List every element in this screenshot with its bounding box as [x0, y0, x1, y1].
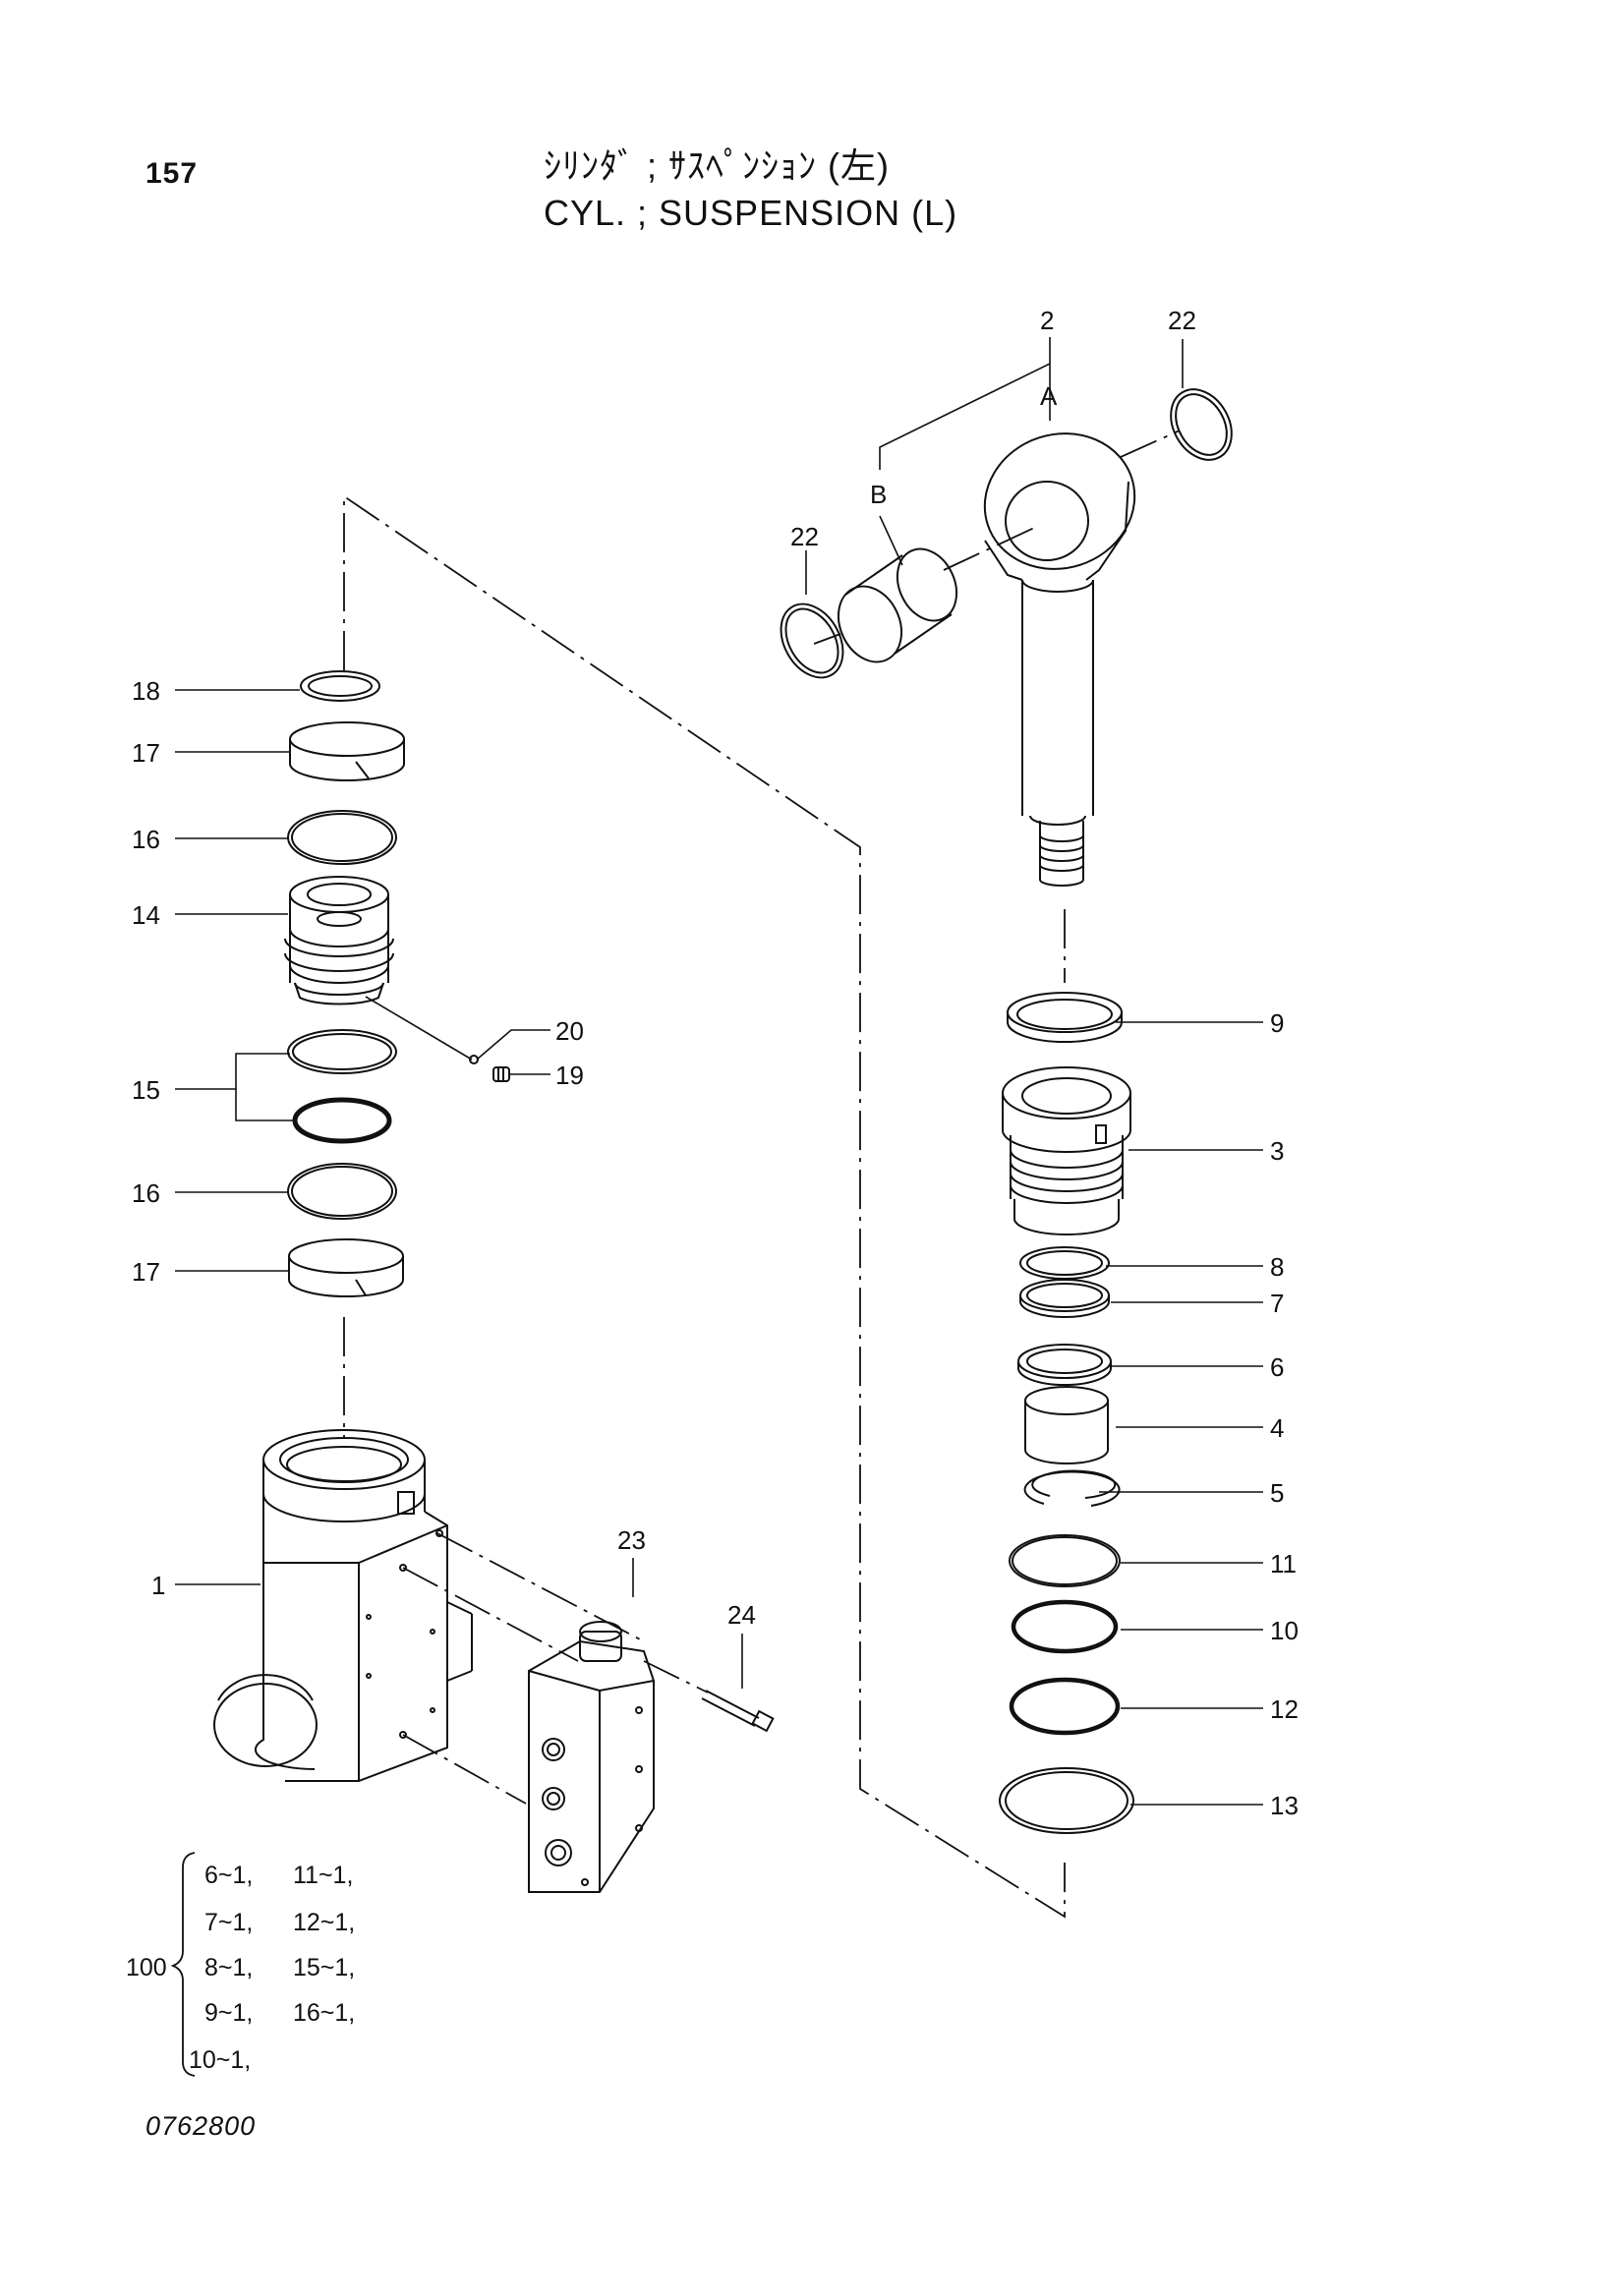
title-english: CYL. ; SUSPENSION (L): [544, 193, 958, 233]
part-22-ring-left: [780, 603, 844, 679]
part-2-rod-eye: [983, 432, 1136, 887]
kit-number: 100: [126, 1954, 167, 1981]
callout-16-upper: 16: [132, 825, 160, 854]
bushing-B: [837, 547, 958, 663]
part-10-ring: [1011, 1599, 1119, 1654]
part-5-snap-ring: [1023, 1469, 1121, 1507]
assembly-lines: [343, 430, 1181, 1919]
callout-22-left: 22: [790, 522, 819, 551]
part-6-ring: [1017, 1344, 1112, 1386]
callout-1: 1: [151, 1571, 165, 1600]
part-1-cylinder-body: [213, 1429, 473, 1782]
part-17-guide-ring-upper: [289, 721, 405, 781]
part-17-guide-ring-lower: [288, 1238, 404, 1297]
callout-23: 23: [617, 1525, 646, 1555]
part-18-ring: [300, 670, 380, 702]
part-19-set-screw: [492, 1066, 510, 1082]
sub-label-A: A: [1040, 381, 1058, 411]
part-24-bolt: [701, 1690, 775, 1733]
sub-label-B: B: [870, 480, 887, 509]
callout-16-lower: 16: [132, 1178, 160, 1208]
callout-14: 14: [132, 900, 160, 930]
leader-lines: [175, 337, 1263, 1806]
callout-17-lower: 17: [132, 1257, 160, 1287]
callout-5: 5: [1270, 1478, 1284, 1508]
part-11-ring: [1009, 1534, 1121, 1587]
part-8-ring: [1019, 1246, 1110, 1280]
part-16-ring-upper: [287, 810, 397, 865]
part-22-ring-right: [1170, 388, 1233, 461]
callout-4: 4: [1270, 1413, 1284, 1443]
part-15-rings: [287, 1029, 397, 1144]
part-20-ball: [469, 1055, 479, 1064]
callout-22-right: 22: [1168, 306, 1196, 335]
callout-6: 6: [1270, 1352, 1284, 1382]
callout-7: 7: [1270, 1289, 1284, 1318]
kit-cell: 12~1,: [293, 1909, 355, 1936]
callout-9: 9: [1270, 1008, 1284, 1038]
part-9-ring: [1007, 992, 1123, 1043]
page-number: 157: [145, 157, 199, 190]
callout-11: 11: [1270, 1549, 1297, 1578]
kit-cell: 7~1,: [204, 1909, 253, 1936]
callout-2: 2: [1040, 306, 1054, 335]
kit-cell: 9~1,: [204, 1999, 253, 2027]
callout-13: 13: [1270, 1791, 1299, 1820]
part-3-head: [1002, 1066, 1131, 1235]
title-japanese: ｼﾘﾝﾀﾞ ; ｻｽﾍﾟﾝｼｮﾝ (左): [544, 145, 890, 186]
part-12-ring: [1009, 1677, 1121, 1736]
part-23-valve-block: [528, 1621, 655, 1893]
callout-20: 20: [555, 1016, 584, 1046]
kit-cell: 11~1,: [293, 1862, 353, 1889]
callout-19: 19: [555, 1061, 584, 1090]
part-14-piston: [284, 876, 394, 1005]
part-7-ring: [1019, 1279, 1110, 1318]
callout-15: 15: [132, 1075, 160, 1105]
kit-table: 100 6~1, 11~1, 7~1, 12~1, 8~1, 15~1, 9~1…: [126, 1862, 355, 2074]
part-16-ring-lower: [287, 1163, 397, 1220]
callout-3: 3: [1270, 1136, 1284, 1166]
callout-18: 18: [132, 676, 160, 706]
kit-cell: 6~1,: [204, 1862, 253, 1889]
callout-10: 10: [1270, 1616, 1299, 1645]
part-13-ring: [999, 1767, 1134, 1834]
part-4-bushing: [1024, 1386, 1109, 1464]
callout-labels: 18 17 16 14 15 16 17 1 20 19 23 24 2 22 …: [132, 306, 1299, 1820]
kit-cell: 16~1,: [293, 1999, 355, 2027]
callout-12: 12: [1270, 1694, 1299, 1724]
kit-cell: 15~1,: [293, 1954, 355, 1981]
callout-24: 24: [727, 1600, 756, 1630]
callout-17-upper: 17: [132, 738, 160, 768]
kit-brace: [170, 1852, 196, 2077]
kit-cell: 10~1,: [189, 2046, 251, 2074]
callout-8: 8: [1270, 1252, 1284, 1282]
kit-cell: 8~1,: [204, 1954, 253, 1981]
drawing-number: 0762800: [145, 2111, 257, 2141]
